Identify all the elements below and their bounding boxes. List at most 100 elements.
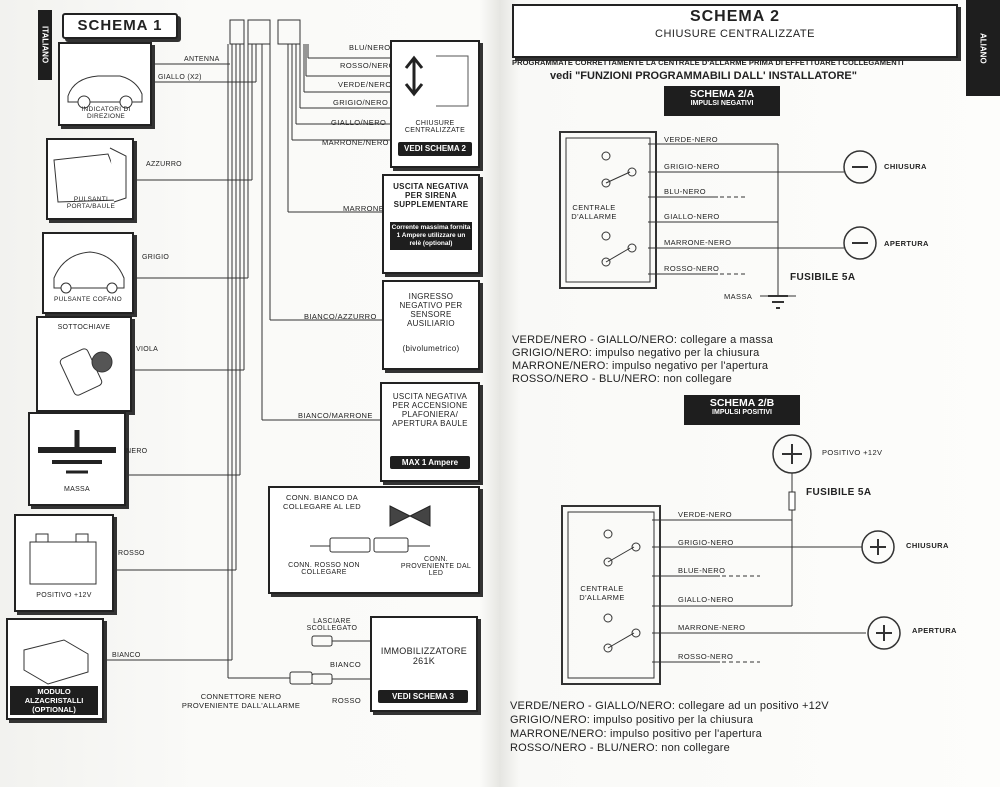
label-2a-chiusura: CHIUSURA	[884, 162, 927, 171]
label-2b-centrale: CENTRALE D'ALLARME	[579, 584, 625, 602]
label-sottochiave: SOTTOCHIAVE	[57, 324, 111, 331]
note-2a-1: GRIGIO/NERO: impulso negativo per la chi…	[512, 347, 760, 359]
label-2a-giallo-nero: GIALLO-NERO	[664, 212, 720, 221]
label-pulsante-cofano: PULSANTE COFANO	[53, 296, 123, 303]
schema-2a-title: SCHEMA 2/A	[689, 88, 755, 100]
wire-label-antenna: ANTENNA	[184, 56, 220, 63]
label-2a-massa: MASSA	[724, 292, 753, 301]
wire-label-giallo-nero: GIALLO/NERO	[331, 118, 387, 127]
car-door-icon	[53, 147, 127, 203]
label-2b-blue-nero: BLUE-NERO	[678, 566, 726, 575]
label-2a-grigio-nero: GRIGIO-NERO	[664, 162, 720, 171]
label-2b-positivo: POSITIVO +12V	[822, 448, 883, 457]
label-indicatori: INDICATORI DI DIREZIONE	[81, 106, 131, 120]
side-tab-right-label: ALIANO	[978, 32, 988, 64]
label-conn-rosso: CONN. ROSSO NON COLLEGARE	[288, 562, 360, 576]
car-hood-icon	[53, 251, 125, 294]
side-tab-italiano: ITALIANO	[38, 10, 52, 80]
label-conn-proveniente: CONN. PROVENIENTE DAL LED	[400, 556, 472, 577]
label-2b-apertura: APERTURA	[912, 626, 957, 635]
wire-label-viola: VIOLA	[136, 346, 159, 353]
note-2a-2: MARRONE/NERO: impulso negativo per l'ape…	[512, 360, 769, 372]
wire-label-blu-nero: BLU/NERO	[349, 43, 391, 52]
label-pulsanti-porta: PULSANTI PORTA/BAULE	[66, 196, 116, 210]
box-sottochiave: SOTTOCHIAVE	[36, 316, 132, 412]
label-connettore-nero: CONNETTORE NERO PROVENIENTE DALL'ALLARME	[181, 692, 301, 710]
box-ingresso-sensore: INGRESSO NEGATIVO PER SENSORE AUSILIARIO…	[382, 280, 480, 370]
label-bivolumetrico: (bivolumetrico)	[402, 344, 460, 353]
wire-label-grigio: GRIGIO	[142, 254, 170, 261]
schema-2b-badge: SCHEMA 2/B IMPULSI POSITIVI	[684, 395, 800, 425]
label-2a-marrone-nero: MARRONE-NERO	[664, 238, 732, 247]
note-2b-3: ROSSO/NERO - BLU/NERO: non collegare	[510, 742, 730, 754]
box-chiusure-centralizzate: CHIUSURE CENTRALIZZATE VEDI SCHEMA 2	[390, 40, 480, 168]
wire-label-giallo: GIALLO (x2)	[158, 74, 202, 81]
box-led-connector: CONN. BIANCO DA COLLEGARE AL LED CONN. R…	[268, 486, 480, 594]
note-2b-1: GRIGIO/NERO: impulso positivo per la chi…	[510, 714, 754, 726]
label-sirena: USCITA NEGATIVA PER SIRENA SUPPLEMENTARE	[393, 182, 469, 209]
label-2b-marrone-nero: MARRONE-NERO	[678, 623, 746, 632]
label-2a-apertura: APERTURA	[884, 239, 929, 248]
label-2a-rosso-nero: ROSSO-NERO	[664, 264, 720, 273]
schema-2b-subtitle: IMPULSI POSITIVI	[712, 409, 772, 416]
label-2a-verde-nero: VERDE-NERO	[664, 135, 719, 144]
box-positivo: POSITIVO +12V	[14, 514, 114, 612]
label-2b-verde-nero: VERDE-NERO	[678, 510, 733, 519]
ground-icon	[38, 430, 116, 474]
box-uscita-plafoniera: USCITA NEGATIVA PER ACCENSIONE PLAFONIER…	[380, 382, 480, 482]
wire-label-verde-nero: VERDE/NERO	[338, 80, 392, 89]
ignition-key-icon	[59, 348, 113, 396]
connector-a	[229, 19, 245, 45]
side-tab-italiano-right: ALIANO	[966, 0, 1000, 96]
battery-icon	[29, 533, 97, 585]
wire-label-rosso-nero: ROSSO/NERO	[340, 61, 395, 70]
label-2b-fusibile: FUSIBILE 5A	[806, 487, 872, 498]
wire-label-imm-rosso: ROSSO	[332, 696, 362, 705]
wire-label-marrone: MARRONE	[343, 204, 385, 213]
label-2b-giallo-nero: GIALLO-NERO	[678, 595, 734, 604]
label-2a-centrale: CENTRALE D'ALLARME	[571, 203, 617, 221]
box-indicatori-direzione: INDICATORI DI DIREZIONE	[58, 42, 152, 126]
badge-vedi-schema-3: VEDI SCHEMA 3	[378, 690, 468, 703]
door-lock-arrows-icon	[404, 55, 469, 107]
label-sensore: INGRESSO NEGATIVO PER SENSORE AUSILIARIO	[399, 292, 463, 328]
note-2b-0: VERDE/NERO - GIALLO/NERO: collegare ad u…	[510, 700, 829, 712]
badge-max-1-ampere: MAX 1 Ampere	[390, 456, 470, 469]
label-massa: MASSA	[63, 486, 90, 493]
wire-label-grigio-nero: GRIGIO/NERO	[333, 98, 389, 107]
wire-label-nero: NERO	[126, 448, 148, 455]
wire-label-bianco-azzurro: BIANCO/AZZURRO	[304, 312, 377, 321]
label-lasciare-scollegato: LASCIARE SCOLLEGATO	[306, 618, 358, 632]
schema-2a-badge: SCHEMA 2/A IMPULSI NEGATIVI	[664, 86, 780, 116]
label-2a-fusibile: FUSIBILE 5A	[790, 272, 856, 283]
schema-2b-title: SCHEMA 2/B	[709, 397, 775, 409]
wire-label-marrone-nero: MARRONE/NERO	[322, 138, 389, 147]
connector-c	[277, 19, 301, 45]
module-icon	[23, 639, 89, 685]
box-immobilizzatore: IMMOBILIZZATORE 261K VEDI SCHEMA 3	[370, 616, 478, 712]
label-plafoniera: USCITA NEGATIVA PER ACCENSIONE PLAFONIER…	[392, 392, 468, 428]
program-instruction-line1: PROGRAMMATE CORRETTAMENTE LA CENTRALE D'…	[512, 58, 904, 67]
car-side-icon	[67, 75, 143, 109]
connector-b	[247, 19, 271, 45]
schema-2-title: SCHEMA 2	[689, 8, 781, 25]
note-2a-0: VERDE/NERO - GIALLO/NERO: collegare a ma…	[512, 334, 774, 346]
label-conn-bianco: CONN. BIANCO DA COLLEGARE AL LED	[283, 493, 361, 511]
schema-2-subtitle: CHIUSURE CENTRALIZZATE	[655, 28, 815, 40]
schema-2-header: SCHEMA 2 CHIUSURE CENTRALIZZATE	[512, 4, 958, 58]
badge-vedi-schema-2: VEDI SCHEMA 2	[398, 142, 472, 156]
wire-label-bianco: BIANCO	[112, 652, 141, 659]
label-2a-blu-nero: BLU-NERO	[664, 187, 706, 196]
label-2b-rosso-nero: ROSSO-NERO	[678, 652, 734, 661]
box-uscita-sirena: USCITA NEGATIVA PER SIRENA SUPPLEMENTARE…	[382, 174, 480, 274]
label-immobilizzatore: IMMOBILIZZATORE 261K	[380, 646, 468, 666]
side-tab-label: ITALIANO	[40, 26, 50, 64]
wire-label-bianco-marrone: BIANCO/MARRONE	[298, 411, 373, 420]
led-connector-icon	[310, 505, 431, 553]
label-2b-chiusura: CHIUSURA	[906, 541, 949, 550]
box-modulo-alzacristalli: MODULO ALZACRISTALLI (OPTIONAL)	[6, 618, 104, 720]
